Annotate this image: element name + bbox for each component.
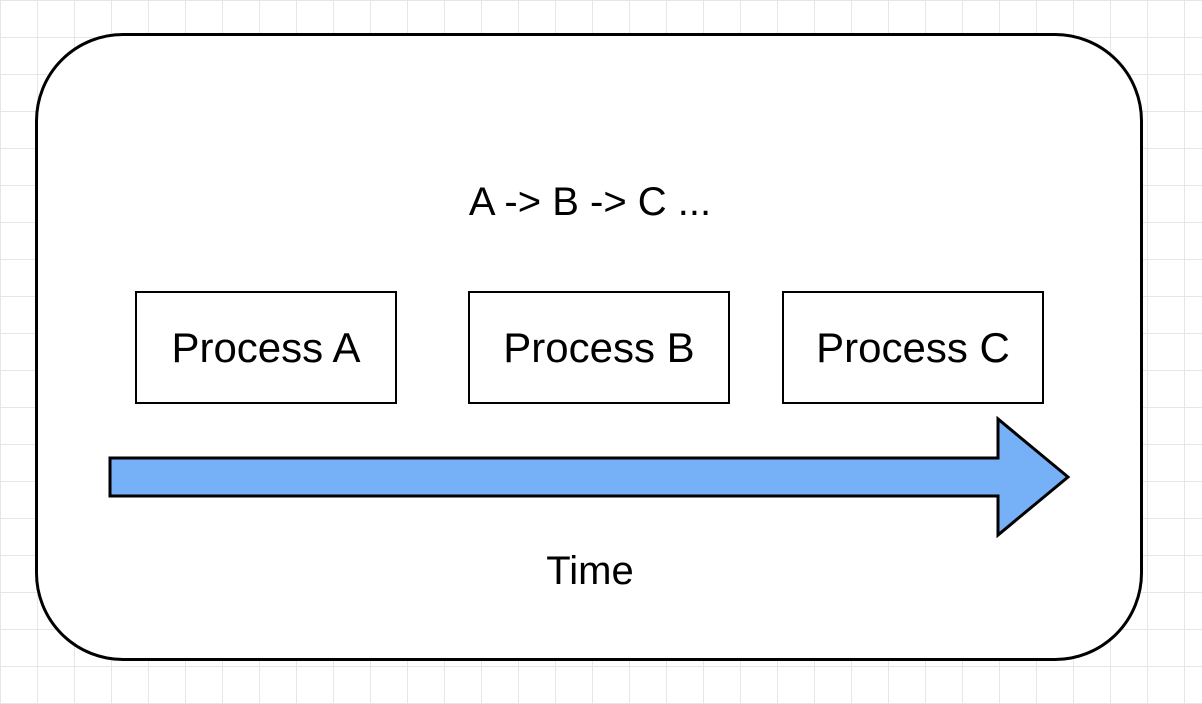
process-label-b: Process B (503, 323, 695, 371)
process-box-a: Process A (135, 291, 397, 404)
time-arrow-shape (108, 415, 1071, 539)
process-box-b: Process B (468, 291, 730, 404)
time-label: Time (546, 549, 634, 593)
process-label-a: Process A (171, 323, 361, 371)
sequence-label: A -> B -> C ... (468, 180, 712, 224)
process-box-c: Process C (782, 291, 1044, 404)
time-arrow-icon (108, 415, 1071, 539)
process-label-c: Process C (816, 323, 1010, 371)
